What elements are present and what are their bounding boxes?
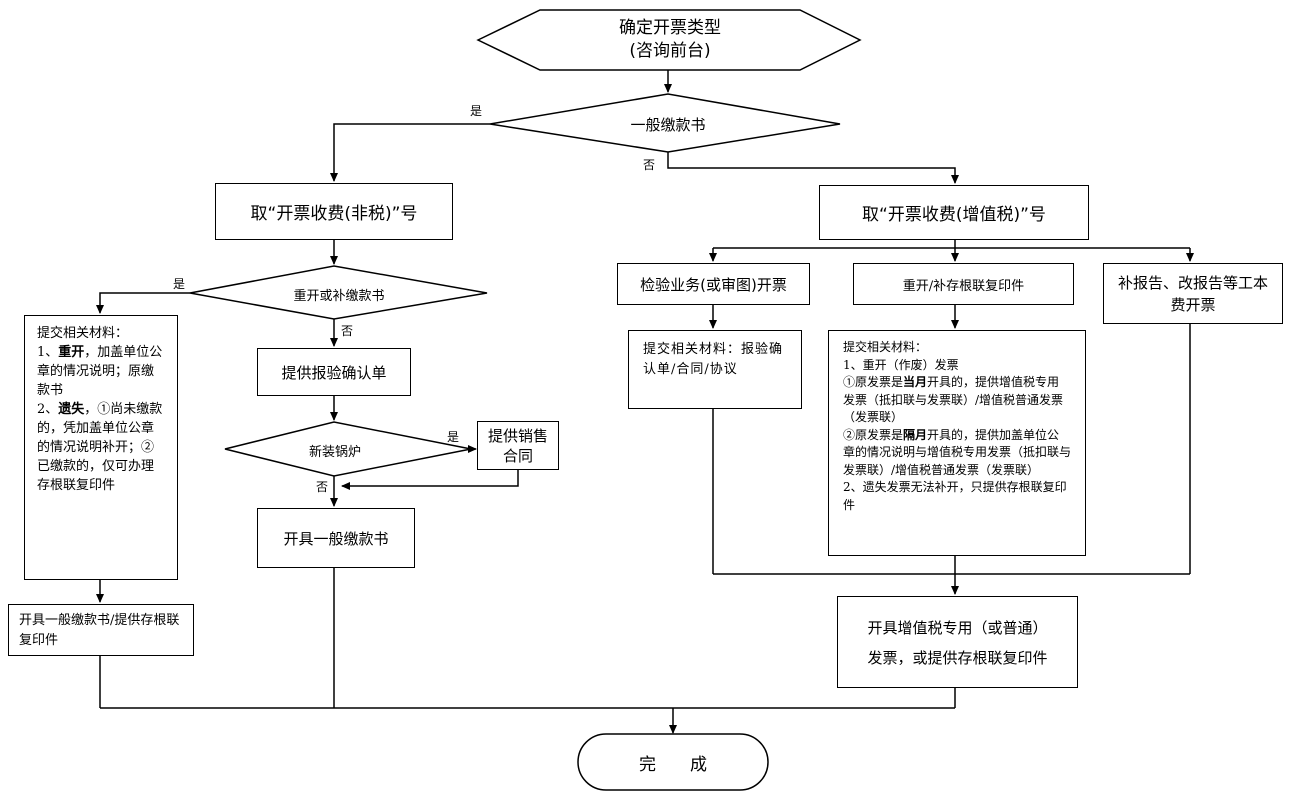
- supplement-box: 补报告、改报告等工本费开票: [1103, 263, 1283, 324]
- start-label: 确定开票类型 (咨询前台): [540, 17, 800, 63]
- right-ticket-box: 取“开票收费(增值税)”号: [819, 185, 1089, 240]
- reissue-materials-l2: ①原发票是当月开具的，提供增值税专用发票（抵扣联与发票联）/增值税普通发票（发票…: [843, 374, 1071, 427]
- reissue-materials-l3: ②原发票是隔月开具的，提供加盖单位公章的情况说明与增值税专用发票（抵扣联与发票联…: [843, 427, 1071, 480]
- start-line1: 确定开票类型: [619, 18, 721, 38]
- l3-a: ②原发票是: [843, 427, 904, 442]
- left-ticket-label: 取“开票收费(非税)”号: [250, 204, 418, 224]
- supplement-label: 补报告、改报告等工本费开票: [1118, 273, 1269, 314]
- item1-text: ，加盖单位公章的情况说明；原缴款书: [37, 345, 163, 398]
- no-label-reissue: 否: [341, 324, 354, 338]
- reissue-materials-l4: 2、遗失发票无法补开，只提供存根联复印件: [843, 480, 1067, 512]
- reissue-materials-l1: 1、重开（作废）发票: [843, 357, 959, 372]
- reissue-label: 重开/补存根联复印件: [902, 278, 1025, 294]
- left-materials-item1: 1、重开，加盖单位公章的情况说明；原缴款书: [37, 343, 165, 400]
- decision-general-diamond: [489, 93, 841, 153]
- inspection-label: 检验业务(或审图)开票: [640, 275, 787, 294]
- left-materials-title: 提交相关材料：: [37, 326, 129, 341]
- item1-bold: 重开: [58, 345, 85, 360]
- decision-boiler-label: 新装锅炉: [308, 445, 361, 460]
- l3-b: 开具的，提供加盖单位公章的情况说明与增值税专用发票（抵扣联与发票联）/增值税普通…: [843, 427, 1072, 477]
- issue-or-copy-label: 开具一般缴款书/提供存根联复印件: [19, 613, 180, 648]
- no-label-boiler: 否: [316, 480, 329, 494]
- l2-b: 开具的，提供增值税专用发票（抵扣联与发票联）/增值税普通发票（发票联）: [843, 375, 1064, 424]
- yes-label-reissue: 是: [173, 277, 186, 291]
- inspection-materials-box: 提交相关材料：报验确认单/合同/协议: [628, 330, 802, 409]
- yes-label-general: 是: [470, 104, 483, 118]
- item2-text: ，①尚未缴款的，凭加盖单位公章的情况说明补开；②已缴款的，仅可办理存根联复印件: [37, 402, 163, 493]
- item1-prefix: 1、: [37, 345, 59, 360]
- start-hexagon: [476, 9, 862, 71]
- issue-vat-line2: 发票，或提供存根联复印件: [867, 649, 1048, 667]
- end-label: 完 成: [639, 755, 707, 775]
- item2-prefix: 2、: [37, 402, 59, 417]
- reissue-materials-title: 提交相关材料：: [843, 340, 928, 354]
- left-ticket-box: 取“开票收费(非税)”号: [215, 183, 453, 240]
- issue-general-label: 开具一般缴款书: [283, 529, 389, 548]
- sales-contract-box: 提供销售合同: [477, 421, 559, 470]
- inspection-materials-label: 提交相关材料：报验确认单/合同/协议: [643, 342, 784, 377]
- l3-bold: 隔月: [903, 427, 928, 442]
- issue-vat-box: 开具增值税专用（或普通） 发票，或提供存根联复印件: [837, 596, 1078, 688]
- inspection-box: 检验业务(或审图)开票: [617, 263, 810, 305]
- l2-a: ①原发票是: [843, 375, 904, 389]
- issue-or-copy-box: 开具一般缴款书/提供存根联复印件: [8, 604, 194, 656]
- left-materials-item2: 2、遗失，①尚未缴款的，凭加盖单位公章的情况说明补开；②已缴款的，仅可办理存根联…: [37, 400, 165, 495]
- l2-bold: 当月: [903, 375, 928, 389]
- reissue-box: 重开/补存根联复印件: [853, 263, 1074, 305]
- start-line2: (咨询前台): [629, 41, 711, 61]
- decision-reissue-label: 重开或补缴款书: [293, 289, 385, 304]
- decision-general-label: 一般缴款书: [630, 116, 706, 134]
- right-ticket-label: 取“开票收费(增值税)”号: [862, 205, 1046, 225]
- yes-label-boiler: 是: [447, 430, 460, 444]
- end-terminator: [577, 733, 769, 791]
- left-materials-box: 提交相关材料： 1、重开，加盖单位公章的情况说明；原缴款书 2、遗失，①尚未缴款…: [24, 315, 178, 580]
- reissue-materials-box: 提交相关材料： 1、重开（作废）发票 ①原发票是当月开具的，提供增值税专用发票（…: [828, 330, 1086, 556]
- no-label-general: 否: [643, 158, 656, 172]
- issue-vat-line1: 开具增值税专用（或普通）: [867, 619, 1048, 637]
- issue-general-box: 开具一般缴款书: [257, 508, 415, 568]
- confirm-form-box: 提供报验确认单: [257, 348, 411, 396]
- sales-contract-label: 提供销售合同: [487, 426, 548, 465]
- decision-reissue-diamond: [189, 265, 488, 320]
- confirm-form-label: 提供报验确认单: [281, 363, 387, 382]
- item2-bold: 遗失: [58, 402, 85, 417]
